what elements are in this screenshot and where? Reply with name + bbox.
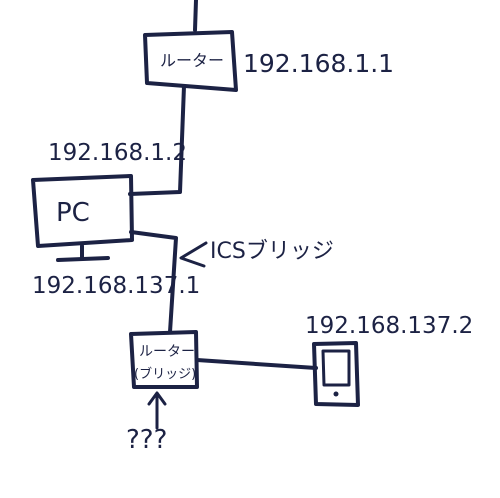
unknown-arrow-icon [147,391,167,406]
smartphone-icon [312,341,360,407]
pc-monitor [31,174,134,248]
device-ip: 192.168.137.2 [305,313,473,339]
pc-label: PC [56,198,90,228]
top-router-ip: 192.168.1.1 [243,49,394,78]
bridge-device-line [195,358,318,370]
smartphone-button [333,391,339,397]
ics-bridge-label: ICSブリッジ [210,239,334,264]
smartphone-body [312,341,360,407]
pc: PC [31,174,134,262]
ics-arrow-icon [179,241,208,268]
bridge-router-sublabel: (ブリッジ) [134,366,196,382]
bridge-router: ルーター (ブリッジ) [129,330,199,389]
smartphone-screen [321,349,351,387]
bridge-router-box [129,330,199,389]
pc-bridge-line [129,230,178,334]
unknown-label: ??? [126,425,167,455]
top-router-label: ルーター [160,51,224,70]
pc-upstream-ip: 192.168.1.2 [48,140,187,166]
router-pc-line [128,84,186,196]
top-router: ルーター [143,30,238,92]
uplink-line [193,0,198,32]
bridge-router-label: ルーター [139,344,195,360]
top-router-box [143,30,238,92]
pc-base [56,256,110,262]
